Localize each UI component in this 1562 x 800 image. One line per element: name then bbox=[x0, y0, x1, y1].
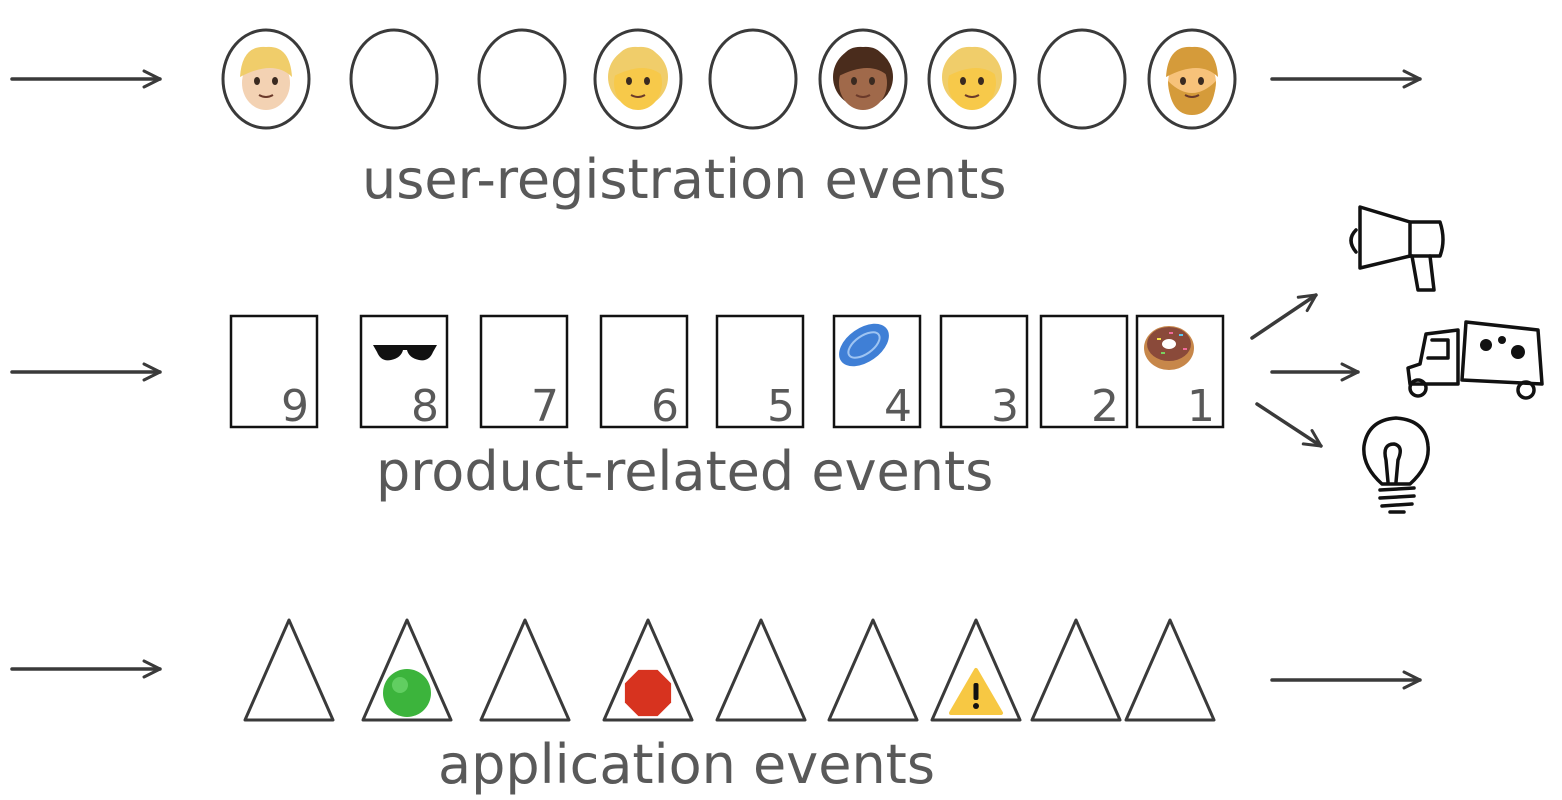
product-event-number: 6 bbox=[651, 381, 679, 432]
product-event-number: 1 bbox=[1187, 381, 1215, 432]
man-blond-icon bbox=[240, 46, 292, 110]
sunglasses-icon bbox=[373, 345, 437, 361]
application-event-triangle bbox=[1124, 618, 1216, 722]
user-event-7 bbox=[927, 28, 1017, 130]
product-event-box bbox=[229, 314, 319, 429]
application-event-triangle bbox=[715, 618, 807, 722]
application-event-triangle bbox=[1030, 618, 1122, 722]
product-event-number: 2 bbox=[1091, 381, 1119, 432]
product-event-box bbox=[599, 314, 689, 429]
product-event-box bbox=[479, 314, 569, 429]
user-event-oval bbox=[708, 28, 798, 130]
lightbulb-icon bbox=[1362, 416, 1430, 514]
product-related-stream: 9 8 7 6 5 4 3 2 1 bbox=[229, 314, 1225, 432]
application-event-triangle bbox=[827, 618, 919, 722]
application-event-2 bbox=[361, 618, 453, 722]
product-event-box bbox=[939, 314, 1029, 429]
man-beard-icon bbox=[1166, 46, 1218, 115]
product-related-events-label: product-related events bbox=[376, 440, 994, 503]
girl-blond-icon bbox=[942, 46, 1002, 110]
stop-sign-icon bbox=[624, 669, 672, 717]
donut-icon bbox=[1144, 326, 1194, 370]
user-event-9 bbox=[1147, 28, 1237, 130]
product-to-megaphone-arrow bbox=[1250, 293, 1318, 340]
user-event-oval bbox=[349, 28, 439, 130]
frisbee-icon bbox=[839, 323, 889, 367]
user-event-1 bbox=[221, 28, 311, 130]
application-event-7 bbox=[930, 618, 1022, 722]
product-event-1: 1 bbox=[1135, 314, 1225, 432]
application-event-1 bbox=[243, 618, 335, 722]
user-event-8 bbox=[1037, 28, 1127, 130]
woman-brown-hair-icon bbox=[833, 46, 893, 110]
product-event-number: 8 bbox=[411, 381, 439, 432]
product-event-5: 5 bbox=[715, 314, 805, 432]
arrows-layer bbox=[10, 69, 1422, 690]
green-circle-icon bbox=[383, 669, 431, 717]
user-registration-events-label: user-registration events bbox=[362, 148, 1007, 211]
user-event-5 bbox=[708, 28, 798, 130]
product-event-number: 3 bbox=[991, 381, 1019, 432]
product-event-number: 5 bbox=[767, 381, 795, 432]
delivery-truck-icon bbox=[1406, 320, 1544, 400]
consumers-group bbox=[1349, 205, 1544, 514]
product-event-3: 3 bbox=[939, 314, 1029, 432]
product-event-number: 4 bbox=[884, 381, 912, 432]
warning-icon bbox=[949, 668, 1003, 715]
application-event-5 bbox=[715, 618, 807, 722]
application-event-8 bbox=[1030, 618, 1122, 722]
user-event-6 bbox=[818, 28, 908, 130]
product-event-box bbox=[359, 314, 449, 429]
user-event-3 bbox=[477, 28, 567, 130]
product-event-box bbox=[1039, 314, 1129, 429]
user-event-2 bbox=[349, 28, 439, 130]
product-event-number: 7 bbox=[531, 381, 559, 432]
user-event-oval bbox=[477, 28, 567, 130]
user-registration-stream bbox=[221, 28, 1237, 130]
product-event-box bbox=[715, 314, 805, 429]
woman-ponytail-icon bbox=[608, 46, 668, 110]
product-event-9: 9 bbox=[229, 314, 319, 432]
megaphone-icon bbox=[1349, 205, 1445, 292]
product-event-6: 6 bbox=[599, 314, 689, 432]
product-to-lightbulb-arrow bbox=[1255, 402, 1323, 448]
application-event-triangle bbox=[479, 618, 571, 722]
application-event-4 bbox=[602, 618, 694, 722]
product-event-number: 9 bbox=[281, 381, 309, 432]
product-event-7: 7 bbox=[479, 314, 569, 432]
user-event-4 bbox=[593, 28, 683, 130]
application-event-3 bbox=[479, 618, 571, 722]
product-event-8: 8 bbox=[359, 314, 449, 432]
application-event-9 bbox=[1124, 618, 1216, 722]
product-event-2: 2 bbox=[1039, 314, 1129, 432]
application-events-label: application events bbox=[438, 733, 935, 796]
application-event-6 bbox=[827, 618, 919, 722]
application-event-triangle bbox=[243, 618, 335, 722]
application-stream bbox=[243, 618, 1216, 722]
product-event-4: 4 bbox=[832, 314, 922, 432]
user-event-oval bbox=[1037, 28, 1127, 130]
